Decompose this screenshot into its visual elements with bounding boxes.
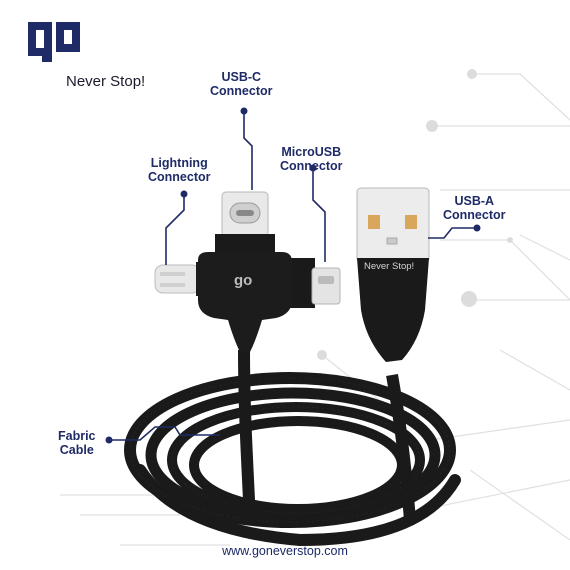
lightning-connector [154, 264, 201, 294]
website-url: www.goneverstop.com [222, 544, 348, 558]
callout-lightning: Lightning Connector [148, 156, 211, 184]
callout-microusb: MicroUSB Connector [280, 145, 343, 173]
usba-cable [386, 373, 416, 521]
callout-fabric-line2: Cable [59, 443, 94, 457]
splitter-hub [196, 252, 292, 352]
callout-usbc-line1: USB-C [221, 70, 262, 84]
callout-lightning-line2: Connector [148, 170, 211, 184]
callout-fabric-line1: Fabric [58, 429, 96, 443]
callout-lines [110, 112, 476, 441]
brand-logo [28, 22, 80, 62]
callout-microusb-line1: MicroUSB [281, 145, 342, 159]
brand-tagline: Never Stop! [66, 73, 146, 90]
callout-usba-line2: Connector [443, 208, 506, 222]
splitter-logo: go [234, 272, 253, 289]
callout-usbc: USB-C Connector [210, 70, 273, 98]
callout-fabric: Fabric Cable [58, 429, 96, 457]
callout-usba: USB-A Connector [443, 194, 506, 222]
usbc-connector [215, 191, 275, 256]
callout-usbc-line2: Connector [210, 84, 273, 98]
microusb-connector [285, 258, 341, 308]
usba-connector [356, 187, 430, 362]
callout-lightning-line1: Lightning [150, 156, 208, 170]
splitter-cable [238, 349, 256, 521]
usba-label: Never Stop! [364, 261, 415, 272]
callout-usba-line1: USB-A [454, 194, 495, 208]
callout-microusb-line2: Connector [280, 159, 343, 173]
